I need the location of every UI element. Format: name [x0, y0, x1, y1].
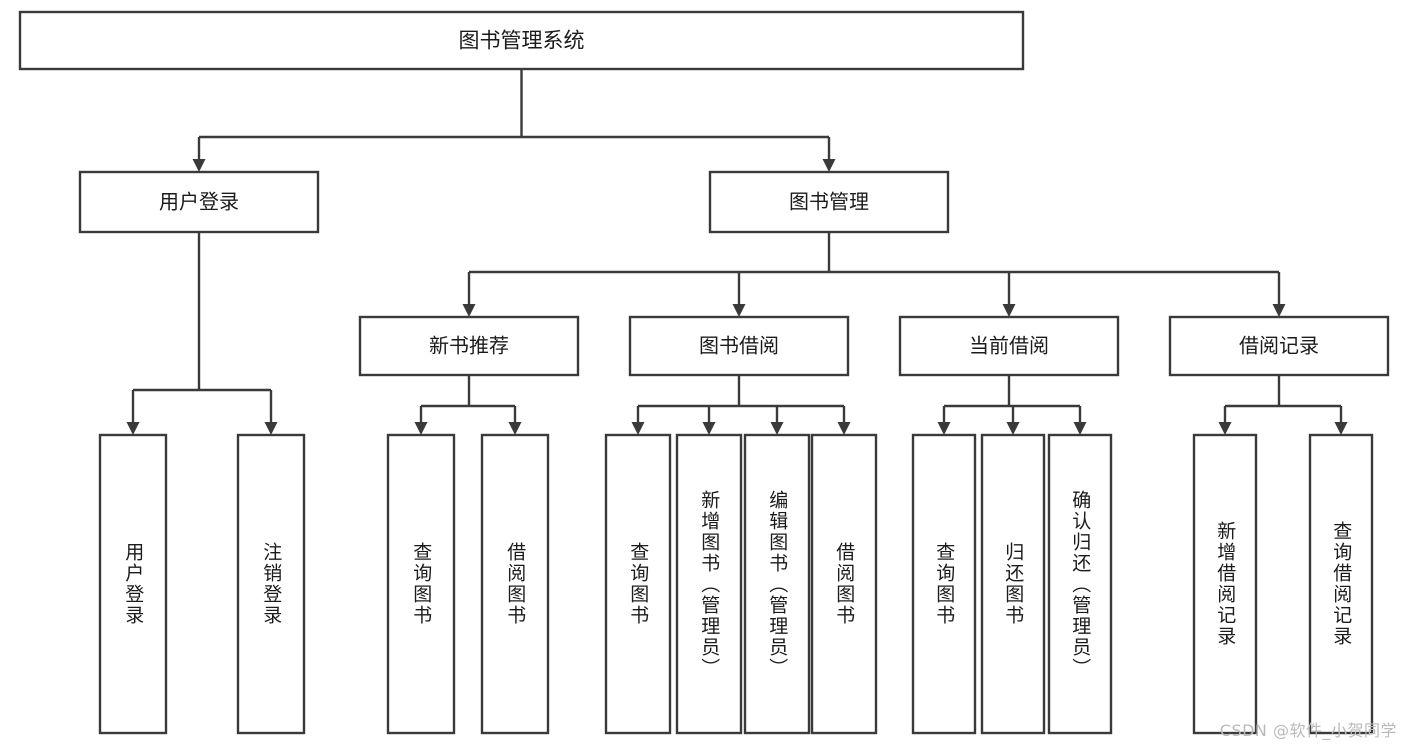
book-management-branch-3-head: [1272, 304, 1286, 317]
node-user-login[interactable]: [78, 170, 320, 234]
node-leaf-confirm-return[interactable]: [1047, 433, 1113, 735]
node-user-login-label: 用户登录: [159, 190, 239, 214]
root-branch-0-head: [192, 159, 206, 172]
node-leaf-add-book[interactable]: [675, 433, 743, 735]
node-leaf-query-book-2[interactable]: [604, 433, 672, 735]
book-management-branch-0-head: [462, 304, 476, 317]
node-root-label: 图书管理系统: [459, 29, 585, 53]
node-leaf-query-book-3[interactable]: [911, 433, 977, 735]
new-book-recommend-branch-1-head: [508, 422, 522, 435]
root-branch-1-head: [822, 159, 836, 172]
node-leaf-logout[interactable]: [236, 433, 306, 735]
user-login-branch-0-head: [126, 422, 140, 435]
user-login-branch-1-head: [264, 422, 278, 435]
node-leaf-edit-book[interactable]: [743, 433, 811, 735]
node-leaf-user-login[interactable]: [98, 433, 168, 735]
node-leaf-query-book-1[interactable]: [386, 433, 456, 735]
node-book-borrow[interactable]: [628, 315, 850, 377]
node-new-book-recommend-label: 新书推荐: [429, 334, 509, 358]
book-borrow-branch-0-head: [631, 422, 645, 435]
node-borrow-record[interactable]: [1168, 315, 1390, 377]
current-borrow-branch-2-head: [1073, 422, 1087, 435]
watermark: CSDN @软件_小贺同学: [1219, 721, 1397, 740]
node-root[interactable]: [18, 10, 1025, 71]
box-layer: [18, 10, 1390, 735]
new-book-recommend-branch-0-head: [414, 422, 428, 435]
borrow-record-branch-0-head: [1218, 422, 1232, 435]
borrow-record-branch-1-head: [1334, 422, 1348, 435]
node-leaf-borrow-book-1[interactable]: [480, 433, 550, 735]
node-leaf-add-record[interactable]: [1192, 433, 1258, 735]
node-new-book-recommend[interactable]: [358, 315, 580, 377]
node-book-management[interactable]: [708, 170, 950, 234]
node-current-borrow[interactable]: [898, 315, 1120, 377]
node-leaf-return-book[interactable]: [980, 433, 1046, 735]
book-borrow-branch-1-head: [702, 422, 716, 435]
node-leaf-query-record[interactable]: [1308, 433, 1374, 735]
book-borrow-branch-2-head: [770, 422, 784, 435]
node-book-management-label: 图书管理: [789, 190, 869, 214]
connector-layer: [126, 69, 1348, 435]
node-current-borrow-label: 当前借阅: [969, 334, 1049, 358]
node-borrow-record-label: 借阅记录: [1239, 334, 1319, 358]
current-borrow-branch-1-head: [1006, 422, 1020, 435]
current-borrow-branch-0-head: [937, 422, 951, 435]
node-book-borrow-label: 图书借阅: [699, 334, 779, 358]
book-management-branch-1-head: [732, 304, 746, 317]
book-borrow-branch-3-head: [837, 422, 851, 435]
book-management-branch-2-head: [1002, 304, 1016, 317]
node-leaf-borrow-book-2[interactable]: [810, 433, 878, 735]
